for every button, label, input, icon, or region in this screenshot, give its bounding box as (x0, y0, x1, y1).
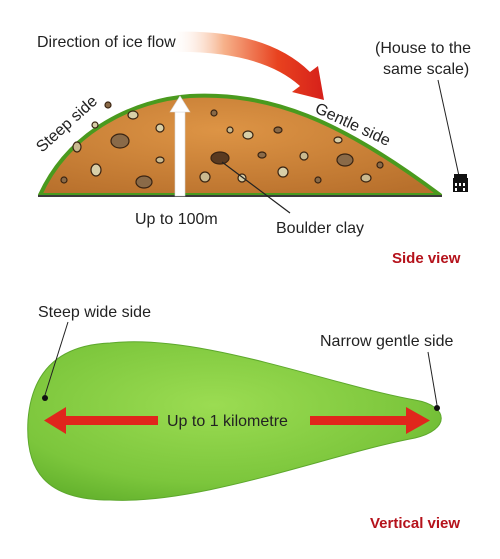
height-label: Up to 100m (135, 211, 218, 228)
narrow-gentle-side-label: Narrow gentle side (320, 333, 454, 350)
drumlin-mound (38, 93, 442, 197)
boulder-pointer-line (221, 161, 291, 214)
ice-flow-arrow (170, 31, 324, 101)
narrow-pointer-dot (434, 405, 440, 411)
boulder-stones (60, 101, 384, 189)
length-arrow (44, 407, 430, 434)
vertical-view: Steep wide side Narrow gentle side Up to… (27, 304, 460, 532)
drumlin-plan-shape (27, 341, 442, 501)
house-note-line1: (House to the (375, 40, 471, 57)
steep-pointer-dot (42, 395, 48, 401)
steep-wide-side-label: Steep wide side (38, 304, 151, 321)
ice-flow-label: Direction of ice flow (37, 34, 176, 51)
height-arrow (169, 95, 191, 197)
side-view: Direction of ice flow (House to the same… (33, 31, 471, 267)
length-label: Up to 1 kilometre (167, 413, 288, 430)
house-pointer-line (437, 79, 460, 177)
boulder-clay-label: Boulder clay (276, 220, 364, 237)
house-icon (453, 174, 468, 192)
steep-pointer-line (44, 321, 69, 396)
house-note-line2: same scale) (383, 61, 469, 78)
narrow-pointer-line (427, 351, 438, 406)
side-view-title: Side view (392, 250, 461, 267)
vertical-view-title: Vertical view (370, 515, 460, 532)
